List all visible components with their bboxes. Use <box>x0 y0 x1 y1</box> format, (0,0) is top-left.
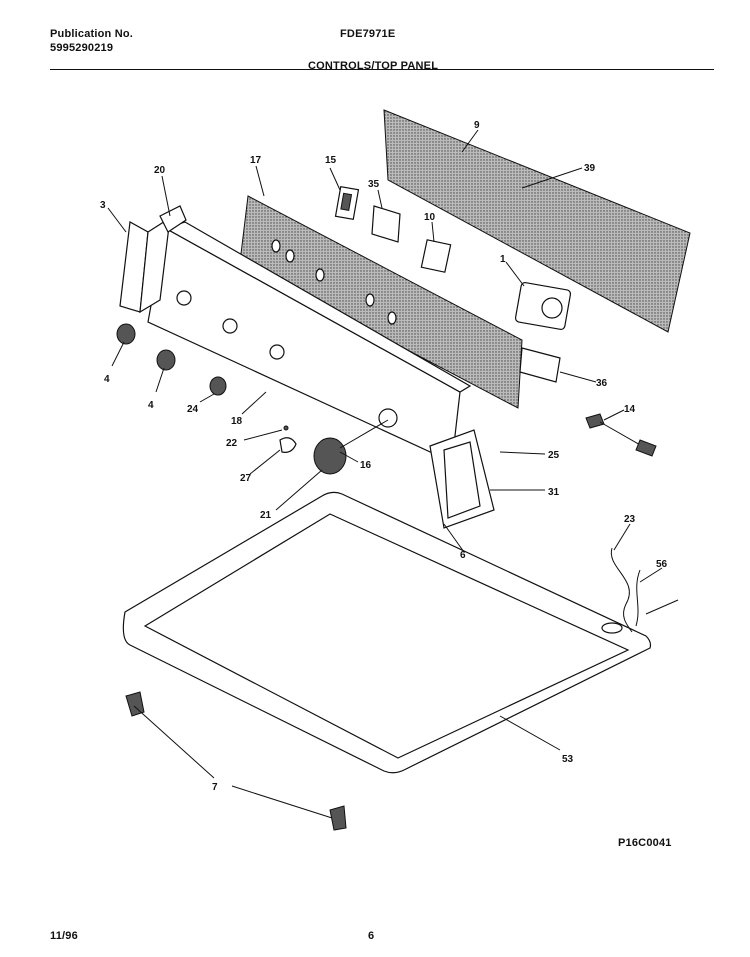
callout-7: 7 <box>212 782 218 793</box>
part-knob-4a <box>116 323 136 345</box>
callout-10: 10 <box>424 212 436 223</box>
callout-20: 20 <box>154 165 166 176</box>
part-control-panel-back <box>239 195 523 409</box>
callout-39: 39 <box>584 163 596 174</box>
part-rear-guard <box>383 109 691 333</box>
figure-code: P16C0041 <box>618 837 672 849</box>
callout-22: 22 <box>226 438 238 449</box>
part-hinge-7a <box>125 691 145 717</box>
part-switch-10 <box>420 239 452 273</box>
callout-labels: 9 39 20 17 15 35 10 3 1 36 14 4 4 24 18 … <box>100 120 668 793</box>
callout-14: 14 <box>624 404 636 415</box>
model-number: FDE7971E <box>340 28 396 40</box>
part-timer-1 <box>514 281 572 331</box>
callout-25: 25 <box>548 450 560 461</box>
part-right-end-cap <box>429 429 495 529</box>
part-bracket-20 <box>159 205 187 233</box>
part-knob-24 <box>209 376 227 396</box>
callout-3: 3 <box>100 200 106 211</box>
callout-4a: 4 <box>104 374 110 385</box>
part-dial-21 <box>313 419 389 475</box>
callout-21: 21 <box>260 510 272 521</box>
part-harness-14 <box>585 413 657 457</box>
callout-27: 27 <box>240 473 252 484</box>
part-hinge-7b <box>329 805 347 831</box>
footer-page-number: 6 <box>368 930 375 942</box>
callout-17: 17 <box>250 155 262 166</box>
part-control-panel <box>147 221 472 463</box>
part-bracket-36 <box>519 347 561 383</box>
part-27 <box>279 425 297 453</box>
publication-label: Publication No. <box>50 28 134 40</box>
callout-15: 15 <box>325 155 337 166</box>
callout-24: 24 <box>187 404 199 415</box>
callout-23: 23 <box>624 514 636 525</box>
callout-56: 56 <box>656 559 668 570</box>
callout-36: 36 <box>596 378 608 389</box>
callout-4b: 4 <box>148 400 154 411</box>
part-bracket-35 <box>371 205 401 243</box>
callout-31: 31 <box>548 487 560 498</box>
callout-35: 35 <box>368 179 380 190</box>
part-harness-23 <box>601 547 679 634</box>
callout-53: 53 <box>562 754 574 765</box>
leader-lines <box>107 129 663 819</box>
callout-9: 9 <box>474 120 480 131</box>
callout-6: 6 <box>460 550 466 561</box>
header-rule <box>50 69 714 70</box>
callout-18: 18 <box>231 416 243 427</box>
publication-number: 5995290219 <box>50 42 114 54</box>
callout-16: 16 <box>360 460 372 471</box>
part-top-panel <box>122 491 652 774</box>
part-switch-15 <box>334 185 360 221</box>
callout-1: 1 <box>500 254 506 265</box>
footer-date: 11/96 <box>50 930 78 942</box>
part-knob-4b <box>156 349 176 371</box>
